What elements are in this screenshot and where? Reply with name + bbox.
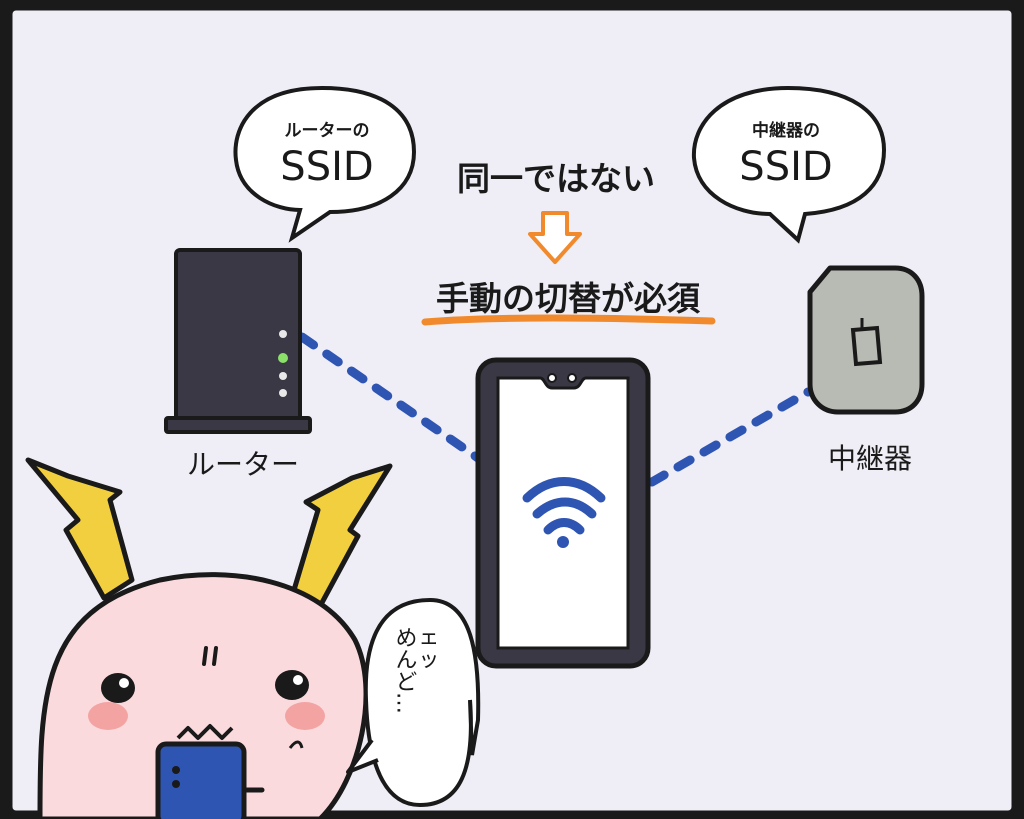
repeater-label: 中継器 bbox=[828, 442, 912, 475]
router-icon bbox=[164, 248, 312, 434]
router-bubble-small-text: ルーターの bbox=[285, 121, 370, 141]
headline-manual-switch: 手動の切替が必須 bbox=[436, 279, 701, 318]
headline-underline bbox=[421, 314, 716, 326]
character-speech-bubble: ェッ めんど… bbox=[346, 597, 481, 808]
repeater-bubble-ssid-text: SSID bbox=[739, 144, 832, 190]
router-label: ルーター bbox=[187, 448, 299, 481]
character-head bbox=[37, 572, 369, 819]
headline-not-same: 同一ではない bbox=[457, 159, 655, 198]
wifi-icon bbox=[522, 477, 606, 548]
repeater-bubble-small-text: 中継器の bbox=[752, 120, 820, 141]
down-arrow-icon bbox=[528, 211, 582, 264]
smartphone-icon bbox=[475, 357, 651, 669]
speech-line-1: ェッ bbox=[412, 628, 437, 672]
router-phone-link bbox=[297, 332, 483, 463]
character-illustration bbox=[25, 457, 393, 819]
left-cheek bbox=[88, 702, 128, 730]
router-bubble-ssid-text: SSID bbox=[280, 144, 373, 190]
character-phone bbox=[155, 741, 247, 819]
left-horn bbox=[25, 457, 135, 601]
router-speech-bubble: ルーターの SSID bbox=[233, 85, 417, 243]
left-eye bbox=[101, 673, 135, 703]
speech-line-2: めんど… bbox=[392, 626, 417, 714]
right-eye bbox=[275, 670, 309, 700]
right-cheek bbox=[285, 702, 325, 730]
repeater-speech-bubble: 中継器の SSID bbox=[691, 85, 887, 244]
repeater-phone-link bbox=[647, 387, 813, 487]
repeater-icon bbox=[807, 265, 925, 415]
